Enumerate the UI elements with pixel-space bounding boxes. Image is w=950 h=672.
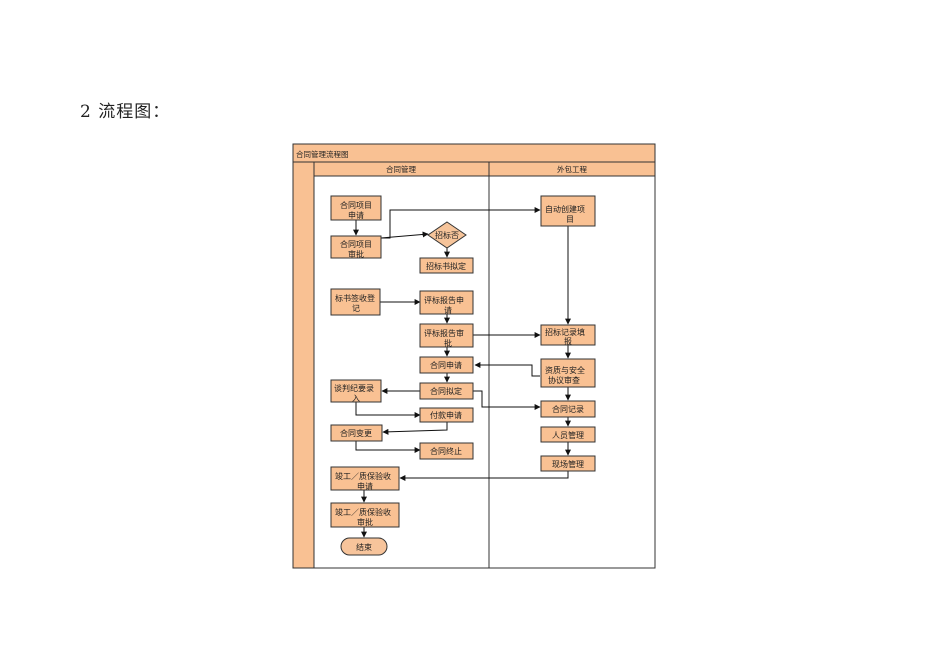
diagram-title: 合同管理流程图	[296, 149, 349, 159]
edge-n19-n8	[474, 362, 540, 377]
diagram-frame: 合同管理流程图 合同管理 外包工程	[292, 143, 656, 569]
node-n7-line1: 评标报告审	[424, 328, 464, 338]
page-heading: 2 流程图：	[80, 102, 171, 122]
node-n16-line1: 结束	[356, 542, 372, 552]
flow-nodes: 合同项目 申请 合同项目 审批 招标否 招标书拟定 标书签收登 记 评标报告申 …	[330, 195, 596, 556]
node-n13: 合同终止	[419, 442, 474, 460]
node-n9-line2: 入	[352, 394, 360, 403]
node-n11: 付款申请	[419, 407, 474, 423]
node-n18-line2: 报	[564, 336, 572, 346]
node-n15: 竣工／质保验收 审批	[330, 502, 400, 528]
node-n2-line1: 合同项目	[340, 239, 372, 249]
node-n8-line1: 合同申请	[430, 360, 462, 370]
node-n17-line2: 目	[566, 215, 574, 224]
node-n2-line2: 审批	[348, 249, 364, 259]
node-n18: 招标记录填 报	[540, 324, 596, 346]
lane-header-contract: 合同管理	[386, 164, 416, 174]
node-n12: 合同变更	[330, 424, 383, 442]
node-n17: 自动创建项 目	[540, 195, 596, 227]
node-n4: 招标书拟定	[419, 257, 474, 274]
node-n2: 合同项目 审批	[330, 235, 382, 259]
node-n6-line2: 请	[444, 305, 452, 315]
edge-n10-n20	[473, 390, 541, 410]
node-n20-line1: 合同记录	[552, 404, 584, 414]
edge-n11-n12	[382, 422, 448, 435]
edge-n9-n11	[355, 402, 421, 418]
node-n22: 现场管理	[540, 455, 596, 472]
node-n5-line2: 记	[352, 304, 360, 313]
node-n21: 人员管理	[540, 426, 596, 443]
node-n9: 谈判纪要录 入	[330, 379, 382, 403]
node-n6: 评标报告申 请	[419, 290, 474, 315]
node-n1-line2: 申请	[348, 210, 364, 220]
lane-header-outsource: 外包工程	[557, 164, 587, 174]
node-n3-line1: 招标否	[435, 230, 459, 240]
node-n7-line2: 批	[444, 338, 452, 348]
node-n11-line1: 付款申请	[430, 410, 462, 420]
edge-n12-n13	[355, 441, 421, 453]
connectors	[353, 207, 571, 538]
node-n6-line1: 评标报告申	[424, 295, 464, 305]
node-n19-line1: 资质与安全	[545, 365, 585, 375]
node-n21-line1: 人员管理	[552, 430, 584, 440]
node-n22-line1: 现场管理	[552, 459, 584, 469]
node-n19-line2: 协议审查	[548, 375, 580, 385]
node-n16: 结束	[340, 537, 388, 556]
node-n12-line1: 合同变更	[340, 428, 372, 438]
node-n10: 合同拟定	[419, 382, 474, 400]
node-n14: 竣工／质保验收 申请	[330, 466, 400, 491]
node-n1: 合同项目 申请	[330, 195, 382, 221]
edge-n22-n14	[399, 471, 569, 481]
node-n13-line1: 合同终止	[430, 446, 462, 456]
node-n15-line2: 审批	[357, 517, 373, 527]
node-n8: 合同申请	[419, 356, 474, 374]
node-n5: 标书签收登 记	[330, 288, 381, 316]
node-n14-line2: 申请	[357, 481, 373, 491]
node-n9-line1: 谈判纪要录	[334, 383, 374, 393]
node-n7: 评标报告审 批	[419, 323, 474, 348]
node-n20: 合同记录	[540, 400, 596, 418]
node-n17-line1: 自动创建项	[545, 204, 585, 214]
node-n19: 资质与安全 协议审查	[540, 358, 596, 388]
node-n5-line1: 标书签收登	[335, 293, 375, 303]
node-n15-line1: 竣工／质保验收	[335, 507, 391, 517]
edge-n2-n3	[380, 231, 429, 239]
node-n18-line1: 招标记录填	[545, 327, 585, 337]
node-n3: 招标否	[427, 221, 467, 249]
node-n10-line1: 合同拟定	[430, 386, 462, 396]
node-n1-line1: 合同项目	[340, 200, 372, 210]
node-n14-line1: 竣工／质保验收	[335, 471, 391, 481]
node-n4-line1: 招标书拟定	[426, 261, 466, 271]
